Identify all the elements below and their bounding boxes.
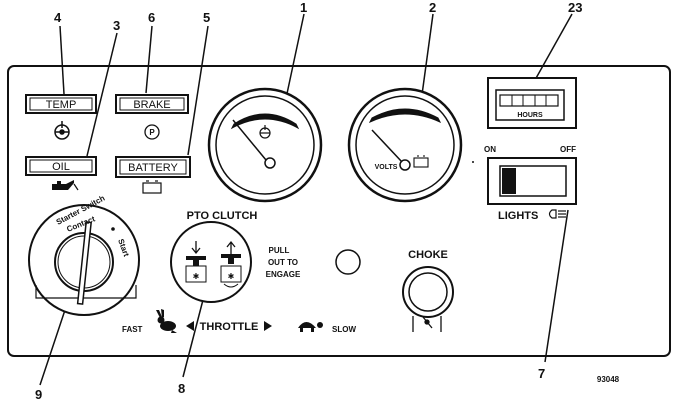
figure-number: 93048 [597,375,620,384]
headlight-icon [548,209,566,219]
pto-instruction-line3: ENGAGE [266,270,301,279]
throttle-arrow-left [186,321,194,331]
choke-label: CHOKE [408,249,448,261]
pto-clutch-knob[interactable]: ✱ ✱ [170,221,252,303]
callout-5: 5 [203,10,210,25]
panel-dot [472,161,474,163]
clutch-engage-icon: ✱ [185,241,207,283]
clutch-disengage-icon: ✱ [220,240,242,288]
callout-2: 2 [429,0,436,15]
pto-clutch-title: PTO CLUTCH [187,210,258,222]
lights-off-label: OFF [560,145,576,154]
temperature-needle [232,119,267,161]
starter-switch[interactable] [28,204,140,316]
lights-on-label: ON [484,145,496,154]
rabbit-icon [156,309,177,333]
throttle-fast-label: FAST [122,325,143,334]
gauge-battery-icon [413,155,429,168]
callout-6: 6 [148,10,155,25]
panel-outline [7,65,671,357]
callout-3: 3 [113,18,120,33]
hour-meter: HOURS [487,77,577,129]
temp-indicator: TEMP [25,94,97,114]
choke-knob[interactable] [402,266,454,318]
battery-icon [142,180,162,194]
oil-label: OIL [52,161,70,173]
throttle-label: THROTTLE [200,321,259,333]
gauge-temperature-icon [259,125,271,139]
callout-4: 4 [54,10,62,25]
parking-brake-symbol: P [149,128,155,137]
temperature-icon [54,121,70,140]
lights-switch[interactable] [487,157,577,205]
starter-key-slot [76,221,92,305]
pto-instruction-line1: PULL [269,246,290,255]
voltmeter-needle [371,129,403,163]
temperature-gauge [207,87,323,203]
turtle-icon [298,322,323,332]
callout-1: 1 [300,0,307,15]
battery-indicator: BATTERY [115,156,191,178]
pto-instruction-line2: OUT TO [268,258,298,267]
voltmeter-gauge: VOLTS [347,87,463,203]
hours-label: HOURS [517,112,543,119]
callout-9: 9 [35,387,42,402]
throttle-slow-label: SLOW [332,325,356,334]
callout-8: 8 [178,381,185,396]
callout-7: 7 [538,366,545,381]
lights-label: LIGHTS [498,210,538,222]
indicator-light [335,249,361,275]
brake-indicator: BRAKE [115,94,189,114]
choke-symbol [412,316,442,332]
temp-label: TEMP [46,99,77,111]
oil-indicator: OIL [25,156,97,176]
svg-text:✱: ✱ [228,272,235,281]
callout-23: 23 [568,0,582,15]
parking-brake-icon: P [144,124,160,140]
battery-label: BATTERY [128,162,178,174]
svg-text:✱: ✱ [193,272,200,281]
volts-label: VOLTS [375,164,398,171]
throttle-arrow-right [264,321,272,331]
oil-can-icon [52,180,79,191]
brake-label: BRAKE [133,99,170,111]
